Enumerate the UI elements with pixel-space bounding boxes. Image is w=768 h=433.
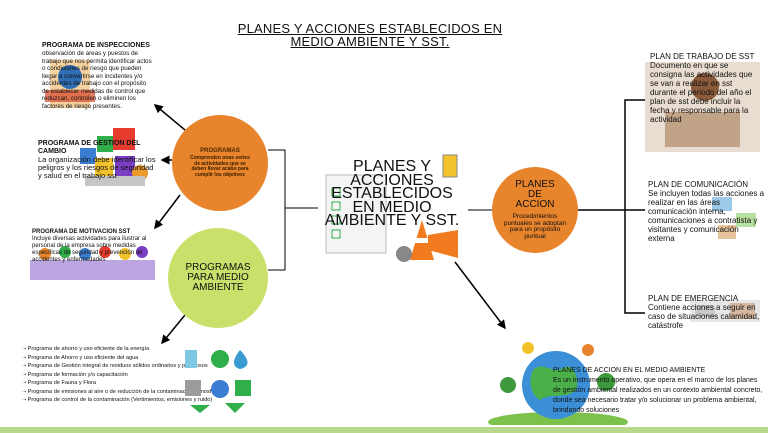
programas-heading: PROGRAMAS [200, 148, 240, 154]
eco-icons-image [180, 345, 260, 415]
inspecciones-heading: PROGRAMA DE INSPECCIONES [42, 42, 150, 49]
line-planes-right [578, 99, 645, 211]
inspecciones-text: observación de areas y puestos de trabaj… [42, 50, 152, 110]
plan-emergencia-text: Contiene acciones a seguir en caso de si… [648, 303, 760, 330]
motivacion-heading: PROGRAMA DE MOTIVACION SST [32, 229, 131, 235]
plan-emergencia-heading: PLAN DE EMERGENCIA [648, 294, 739, 303]
motivacion-text: Incluye diversas actividades para ilustr… [32, 236, 147, 263]
plan-emergencia-box: PLAN DE EMERGENCIA Contiene acciones a s… [648, 294, 760, 330]
gestion-cambio-text: La organización debe identificar los pel… [38, 155, 156, 180]
plan-comunicacion-image [710, 195, 760, 243]
medio-ambiente-heading: PROGRAMAS PARA MEDIO AMBIENTE [185, 262, 251, 293]
list-item: Programa de Ahorro y uso eficiente del a… [22, 354, 223, 363]
accion-text: Es un instrumento operativo, que opera e… [553, 377, 763, 414]
arrow-to-motivacion [154, 194, 181, 230]
plan-comunicacion-box: PLAN DE COMUNICACIÓN Se incluyen todas l… [648, 180, 766, 243]
list-item: Programa de Fauna y Flora [22, 379, 223, 388]
accion-heading: PLANES DE ACCION EN EL MEDIO AMBIENTE [553, 367, 706, 374]
motivacion-image [30, 232, 155, 287]
medio-ambiente-list: Programa de ahorro y uso eficiente de la… [22, 345, 224, 405]
programas-circle: PROGRAMAS Comprenden unas series de acti… [172, 115, 268, 211]
center-label: PLANES Y ACCIONES ESTABLECIDOS EN MEDIO … [324, 158, 460, 229]
motivacion-box: PROGRAMA DE MOTIVACION SST Incluye diver… [32, 228, 152, 264]
gestion-cambio-box: PROGRAMA DE GESTION DEL CAMBIO La organi… [38, 140, 156, 180]
list-item: Programa de formación y/o capacitación [22, 371, 223, 380]
globe-image [488, 330, 628, 432]
planes-accion-text: Procedimientos puntuales se adoptan para… [503, 213, 567, 240]
title-line-2: MEDIO AMBIENTE Y SST. [290, 34, 450, 49]
planes-accion-heading: PLANES DE ACCION [515, 179, 555, 210]
list-item: Programa de Gestión integral de residuos… [22, 362, 223, 371]
plan-trabajo-text: Documento en que se consigna las activid… [650, 61, 753, 124]
page-title: PLANES Y ACCIONES ESTABLECIDOS EN MEDIO … [200, 22, 540, 48]
plan-trabajo-heading: PLAN DE TRABAJO DE SST [650, 52, 755, 61]
planes-accion-circle: PLANES DE ACCION Procedimientos puntuale… [492, 167, 578, 253]
plan-trabajo-image [645, 62, 760, 152]
footer-bar [0, 427, 768, 433]
arrow-to-medio-list [161, 314, 186, 345]
list-item: Programa de emisiones al aire o de reduc… [22, 388, 224, 397]
gestion-cambio-image [75, 128, 155, 198]
inspecciones-box: PROGRAMA DE INSPECCIONES observación de … [42, 42, 154, 110]
list-item: Programa de control de la contaminación … [22, 396, 223, 405]
list-item: Programa de ahorro y uso eficiente de la… [22, 345, 223, 354]
plan-trabajo-box: PLAN DE TRABAJO DE SST Documento en que … [650, 52, 755, 124]
line-planes-right-3 [624, 210, 645, 314]
line-center-left [268, 149, 318, 209]
line-center-left-2 [268, 208, 286, 271]
medio-ambiente-circle: PROGRAMAS PARA MEDIO AMBIENTE [168, 228, 268, 328]
plan-emergencia-image [690, 295, 760, 325]
programas-text: Comprenden unas series de actividades qu… [190, 155, 250, 178]
center-image [318, 150, 468, 272]
arrow-to-accion [454, 261, 506, 330]
accion-medio-ambiente-box: PLANES DE ACCION EN EL MEDIO AMBIENTE Es… [553, 366, 763, 416]
plan-comunicacion-heading: PLAN DE COMUNICACIÓN [648, 180, 749, 189]
arrow-to-inspecciones [153, 104, 186, 131]
plan-comunicacion-text: Se incluyen todas las acciones a realiza… [648, 189, 765, 243]
title-line-1: PLANES Y ACCIONES ESTABLECIDOS EN [237, 21, 503, 36]
inspection-image [40, 55, 100, 110]
gestion-cambio-heading: PROGRAMA DE GESTION DEL CAMBIO [38, 140, 141, 155]
